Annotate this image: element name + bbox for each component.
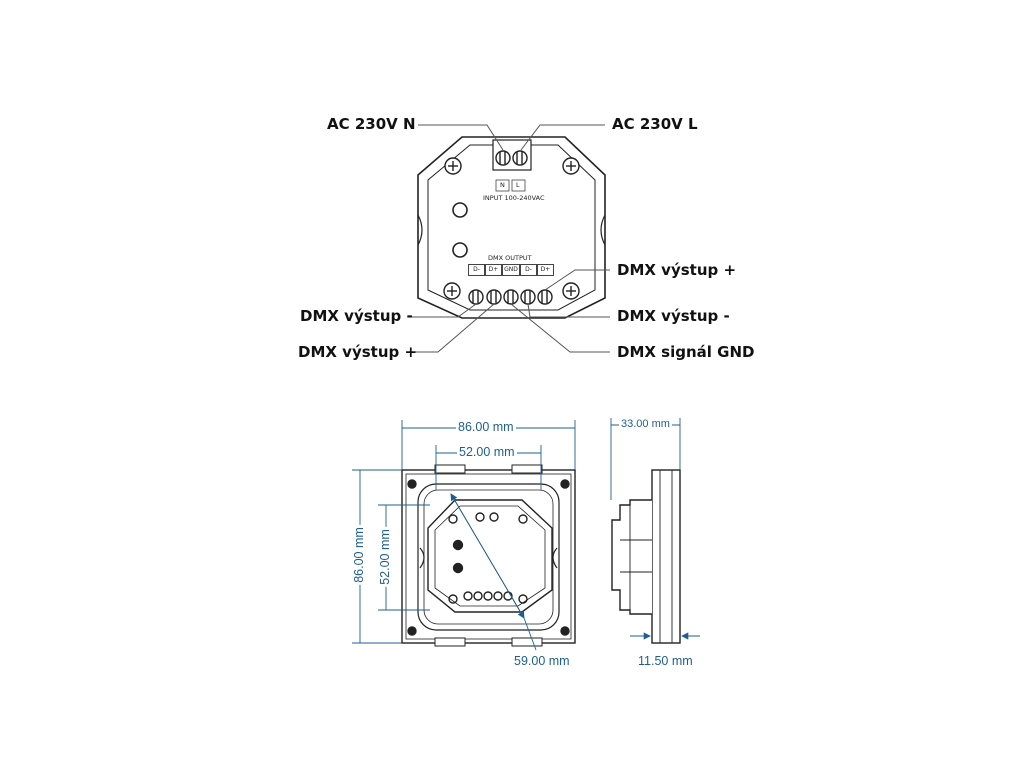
mounting-screw-top-right xyxy=(562,157,580,175)
out-terminal-2: D+ xyxy=(485,264,502,276)
indicator-led-1 xyxy=(452,202,468,218)
label-dmx-minus-right: DMX výstup - xyxy=(617,307,730,325)
dim-outer-height: 86.00 mm xyxy=(351,525,366,585)
terminal-screw-l xyxy=(512,150,528,166)
dim-inner-width: 52.00 mm xyxy=(457,445,517,459)
label-ac-n: AC 230V N xyxy=(327,115,416,133)
label-ac-l: AC 230V L xyxy=(612,115,698,133)
out-terminal-1: D- xyxy=(468,264,485,276)
output-label: DMX OUTPUT xyxy=(488,254,532,262)
label-dmx-plus-right: DMX výstup + xyxy=(617,261,737,279)
indicator-led-2 xyxy=(452,242,468,258)
label-dmx-plus-left: DMX výstup + xyxy=(298,343,418,361)
out-terminal-5: D+ xyxy=(537,264,554,276)
front-view xyxy=(401,464,576,647)
mounting-screw-bottom-left xyxy=(443,282,461,300)
label-dmx-minus-left: DMX výstup - xyxy=(300,307,413,325)
wiring-module xyxy=(417,136,606,319)
dim-plate-thickness: 11.50 mm xyxy=(636,654,695,668)
mounting-screw-bottom-right xyxy=(562,282,580,300)
out-terminal-4: D- xyxy=(520,264,537,276)
label-dmx-gnd: DMX signál GND xyxy=(617,343,755,361)
terminal-label-l: L xyxy=(516,181,520,189)
terminal-label-n: N xyxy=(500,181,505,189)
input-label: INPUT 100-240VAC xyxy=(483,194,545,202)
dim-depth: 33.00 mm xyxy=(619,418,672,430)
side-view xyxy=(611,469,681,644)
dim-diagonal: 59.00 mm xyxy=(512,654,572,668)
callout-leaders xyxy=(410,124,610,353)
out-terminal-3: GND xyxy=(502,264,520,276)
dim-outer-width: 86.00 mm xyxy=(456,420,516,434)
terminal-screw-n xyxy=(495,150,511,166)
mounting-screw-top-left xyxy=(444,157,462,175)
dim-inner-height: 52.00 mm xyxy=(377,527,392,587)
output-screws xyxy=(468,289,553,305)
